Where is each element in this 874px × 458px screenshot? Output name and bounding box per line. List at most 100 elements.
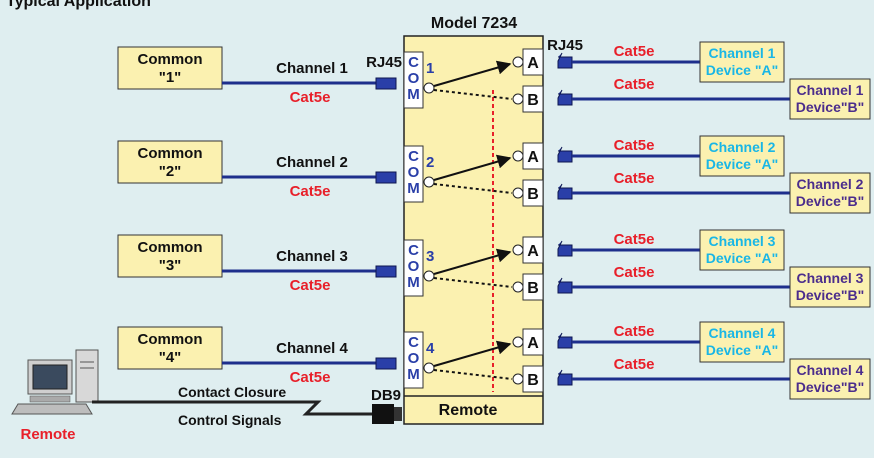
cat5e-b-2: Cat5e [614,170,655,187]
common-box-4 [117,326,223,370]
port-a-terminal-3 [512,244,524,256]
common-number-4: "4" [159,349,182,366]
db9-connector-icon [372,404,402,424]
device-b-line2-2: Device"B" [796,193,865,209]
common-box-3 [117,234,223,278]
port-a-label-2: A [527,149,539,166]
rj45-label-right: RJ45 [547,37,583,54]
switch-standby-2 [433,183,513,194]
port-b-box-2 [522,179,544,207]
port-b-terminal-1 [512,93,524,105]
device-b-line1-4: Channel 4 [797,362,864,378]
switch-arrow-icon [433,60,512,87]
contact-closure-label: Contact Closure [178,384,286,400]
port-b-box-4 [522,365,544,393]
com-letter-1: O [408,164,420,181]
cat5e-b-4: Cat5e [614,356,655,373]
switch-standby-3 [433,277,513,288]
switch-standby-1 [433,89,513,100]
rj45-connector-icon [557,240,573,257]
port-b-box-3 [522,273,544,301]
port-a-box-3 [522,236,544,264]
rj45-connector-icon [375,171,397,184]
device-b-line1-1: Channel 1 [797,82,864,98]
switch-standby-4 [433,369,513,380]
com-block-2 [403,145,424,203]
remote-panel-label: Remote [439,402,498,419]
device-b-line2-3: Device"B" [796,287,865,303]
device-a-line2-4: Device "A" [706,342,778,358]
port-b-label-4: B [527,372,539,389]
device-b-box-2 [789,172,871,214]
rj45-connector-icon [557,277,573,294]
common-box-1 [117,46,223,90]
common-label-4: Common [138,331,203,348]
rj45-connector-icon [375,77,397,90]
port-b-terminal-4 [512,373,524,385]
port-a-box-4 [522,328,544,356]
com-letter-2: M [407,86,420,103]
port-a-box-2 [522,142,544,170]
channel-number-1: 1 [426,60,434,77]
device-b-line1-3: Channel 3 [797,270,864,286]
cat5e-b-3: Cat5e [614,264,655,281]
common-label-2: Common [138,145,203,162]
device-a-line2-1: Device "A" [706,62,778,78]
computer-icon[interactable] [11,349,99,415]
switch-arrow-icon [433,248,512,275]
port-b-terminal-2 [512,187,524,199]
model-title: Model 7234 [431,15,517,32]
com-terminal-4 [423,362,435,374]
common-number-3: "3" [159,257,182,274]
channel-number-4: 4 [426,340,435,357]
cat5e-a-3: Cat5e [614,231,655,248]
channel-number-2: 2 [426,154,434,171]
common-label-3: Common [138,239,203,256]
port-a-label-3: A [527,243,539,260]
device-a-line1-2: Channel 2 [709,139,776,155]
rj45-connector-icon [557,183,573,200]
device-a-line2-2: Device "A" [706,156,778,172]
device-a-box-3 [699,229,785,271]
rj45-label-left: RJ45 [366,54,402,71]
com-terminal-3 [423,270,435,282]
com-letter-2: M [407,366,420,383]
com-letter-2: M [407,274,420,291]
port-b-label-3: B [527,280,539,297]
device-b-box-1 [789,78,871,120]
com-letter-0: C [408,148,419,165]
device-a-line1-3: Channel 3 [709,233,776,249]
channel-label-4: Channel 4 [276,340,348,357]
switch-arrow-icon [433,340,512,367]
com-letter-1: O [408,350,420,367]
port-b-label-1: B [527,92,539,109]
device-a-box-1 [699,41,785,83]
com-letter-2: M [407,180,420,197]
common-cat5e-3: Cat5e [290,277,331,294]
port-a-terminal-4 [512,336,524,348]
cat5e-a-1: Cat5e [614,43,655,60]
device-a-box-4 [699,321,785,363]
com-terminal-1 [423,82,435,94]
port-a-label-1: A [527,55,539,72]
channel-label-2: Channel 2 [276,154,348,171]
port-a-box-1 [522,48,544,76]
port-b-terminal-3 [512,281,524,293]
switch-arrow-icon [433,154,512,181]
db9-label: DB9 [371,387,401,404]
port-b-label-2: B [527,186,539,203]
rj45-connector-icon [375,357,397,370]
rj45-connector-icon [557,369,573,386]
port-a-label-4: A [527,335,539,352]
device-a-line1-1: Channel 1 [709,45,776,61]
common-number-1: "1" [159,69,182,86]
com-block-3 [403,239,424,297]
com-letter-0: C [408,334,419,351]
common-number-2: "2" [159,163,182,180]
device-b-line2-4: Device"B" [796,379,865,395]
rj45-connector-icon [557,332,573,349]
com-letter-0: C [408,54,419,71]
common-cat5e-4: Cat5e [290,369,331,386]
